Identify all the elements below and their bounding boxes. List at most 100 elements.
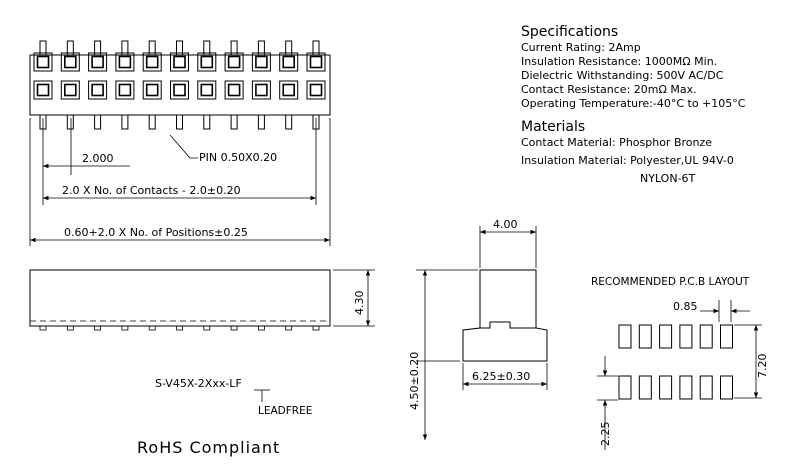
- contact-cell-outer: [224, 80, 244, 100]
- contact-cell-outer: [115, 52, 135, 72]
- contact-cell-inner: [309, 83, 323, 97]
- pin-front: [94, 325, 101, 331]
- contact-cell-inner: [309, 55, 323, 69]
- pin-front: [39, 325, 47, 331]
- rohs-label: RoHS Compliant: [137, 438, 280, 457]
- materials-title: Materials: [521, 119, 585, 135]
- bottom-pins: [39, 114, 320, 130]
- pin-front: [285, 325, 293, 331]
- contact-cell-outer: [60, 52, 80, 72]
- contact-cell-inner: [91, 55, 104, 69]
- contact-cell-inner: [145, 83, 159, 97]
- contact-cell-inner: [282, 83, 296, 97]
- pin-bottom: [203, 114, 211, 130]
- contact-cell-inner: [145, 55, 159, 69]
- pin-bottom: [257, 114, 265, 130]
- front-height-label: 4.30: [353, 291, 366, 316]
- contact-cell-outer: [251, 52, 271, 72]
- pin-top: [94, 40, 102, 56]
- positions-label: 0.60+2.0 X No. of Positions±0.25: [64, 226, 248, 239]
- contacts-label: 2.0 X No. of Contacts - 2.0±0.20: [62, 184, 241, 197]
- contact-cell-inner: [36, 83, 50, 97]
- top-view: 2.000 PIN 0.50X0.20 2.0 X No. of Contact…: [29, 40, 331, 246]
- side-base-width-label: 6.25±0.30: [472, 370, 530, 383]
- pad-width-label: 0.85: [673, 300, 698, 313]
- specifications-title: Specifications: [521, 24, 618, 40]
- contact-cell-outer: [306, 52, 326, 72]
- header-body-front: [29, 269, 331, 327]
- contact-cell-outer: [88, 80, 108, 100]
- contact-cell-inner: [173, 55, 186, 69]
- contact-cell-outer: [142, 52, 162, 72]
- contact-cell-inner: [200, 55, 214, 69]
- pcb-pad-top: [638, 324, 652, 349]
- pin-bottom: [176, 114, 183, 130]
- offset-label: 2.25: [599, 422, 612, 447]
- contact-cell-outer: [115, 80, 135, 100]
- pcb-pad-bottom: [618, 375, 632, 400]
- pin-bottom: [230, 114, 238, 130]
- pin-front: [121, 325, 129, 331]
- contact-cell-outer: [60, 80, 80, 100]
- contact-cell-outer: [224, 52, 244, 72]
- pin-top: [230, 40, 238, 56]
- pin-top: [121, 40, 129, 56]
- pcb-pad-bottom: [720, 375, 733, 400]
- pcb-pad-bottom: [679, 375, 693, 400]
- pin-label: PIN 0.50X0.20: [199, 151, 277, 164]
- contact-cell-outer: [279, 80, 299, 100]
- spec-insulation-resistance: Insulation Resistance: 1000MΩ Min.: [521, 55, 717, 68]
- contact-cell-inner: [64, 55, 77, 69]
- row-spacing-label: 7.20: [756, 354, 769, 379]
- pin-front: [257, 325, 265, 331]
- side-view: 4.00 4.50±0.20 6.25±0.30: [408, 218, 548, 440]
- pin-bottom: [148, 114, 156, 130]
- pitch-label: 2.000: [82, 152, 114, 165]
- contact-cell-outer: [88, 52, 108, 72]
- contact-cell-outer: [251, 80, 271, 100]
- pin-top: [257, 40, 265, 56]
- contact-cell-inner: [200, 83, 214, 97]
- pin-bottom: [66, 114, 74, 130]
- side-top-width-label: 4.00: [493, 218, 518, 231]
- pcb-pads: [618, 324, 733, 400]
- contact-material: Contact Material: Phosphor Bronze: [521, 136, 712, 149]
- pin-front: [176, 325, 183, 331]
- front-view: 4.30: [29, 269, 375, 331]
- pin-front: [66, 325, 74, 331]
- insulation-material-alt: NYLON-6T: [640, 172, 696, 185]
- contact-cell-outer: [279, 52, 299, 72]
- pcb-pad-top: [659, 324, 673, 349]
- contact-cell-inner: [227, 55, 241, 69]
- pin-bottom: [121, 114, 129, 130]
- pcb-pad-bottom: [659, 375, 673, 400]
- contact-cell-inner: [255, 55, 268, 69]
- contact-cell-inner: [64, 83, 77, 97]
- pin-top: [285, 40, 293, 56]
- pcb-pad-bottom: [638, 375, 652, 400]
- contact-cell-outer: [33, 80, 53, 100]
- side-outline: [462, 269, 548, 362]
- contact-cell-outer: [170, 80, 189, 100]
- pin-front: [230, 325, 238, 331]
- spec-contact-resistance: Contact Resistance: 20mΩ Max.: [521, 83, 697, 96]
- insulation-material: Insulation Material: Polyester,UL 94V-0: [521, 154, 734, 167]
- pin-leader-line: [169, 134, 198, 159]
- contact-cell-inner: [227, 83, 241, 97]
- pcb-pad-top: [679, 324, 693, 349]
- pin-bottom: [285, 114, 293, 130]
- pcb-layout-title: RECOMMENDED P.C.B LAYOUT: [591, 276, 750, 288]
- leadfree-label: LEADFREE: [258, 405, 312, 417]
- pin-top: [312, 40, 320, 56]
- contact-cell-outer: [142, 80, 162, 100]
- contact-cell-inner: [255, 83, 268, 97]
- contact-cell-outer: [306, 80, 326, 100]
- contact-cell-inner: [282, 55, 296, 69]
- part-number-code: S-V45X-2Xxx-LF: [155, 377, 242, 390]
- pin-front: [312, 325, 320, 331]
- side-height-label: 4.50±0.20: [408, 352, 421, 410]
- pin-bottom: [94, 114, 102, 130]
- pcb-layout: RECOMMENDED P.C.B LAYOUT 0.85 7.20 2.25: [591, 276, 769, 450]
- pcb-pad-top: [618, 324, 632, 349]
